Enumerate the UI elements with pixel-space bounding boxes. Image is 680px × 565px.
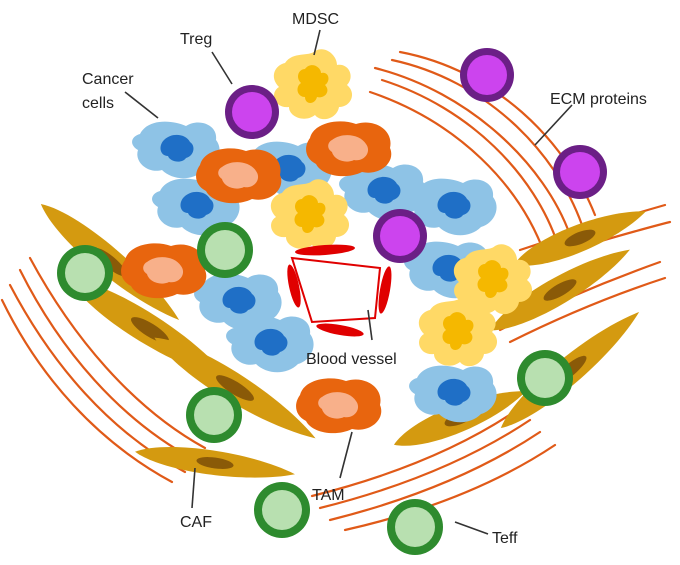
treg-label: Treg bbox=[180, 31, 212, 48]
treg-cell bbox=[373, 209, 427, 263]
mdsc-label: MDSC bbox=[292, 11, 339, 28]
teff-cell bbox=[254, 482, 310, 538]
teff-cell bbox=[57, 245, 113, 301]
leader-lines bbox=[124, 29, 573, 535]
caf-cell bbox=[133, 439, 297, 487]
cancer-cells-label-line1: Cancer bbox=[82, 71, 134, 88]
labels: MDSC Treg Cancer cells ECM proteins Bloo… bbox=[82, 11, 647, 547]
cancer-cell bbox=[226, 315, 314, 373]
blood-vessel bbox=[287, 244, 392, 337]
treg-cell bbox=[460, 48, 514, 102]
treg-cell bbox=[225, 85, 279, 139]
teff-cell bbox=[186, 387, 242, 443]
teff-cell bbox=[197, 222, 253, 278]
mdsc-cell bbox=[273, 49, 353, 120]
teff-label: Teff bbox=[492, 530, 518, 547]
tam-label: TAM bbox=[312, 487, 345, 504]
teff-cell bbox=[387, 499, 443, 555]
caf-cells bbox=[32, 193, 652, 487]
tam-cell bbox=[296, 378, 382, 434]
teff-cell bbox=[517, 350, 573, 406]
treg-cell bbox=[553, 145, 607, 199]
blood-vessel-label: Blood vessel bbox=[306, 351, 397, 368]
cancer-cells-label-line2: cells bbox=[82, 95, 114, 112]
caf-label: CAF bbox=[180, 514, 212, 531]
ecm-proteins-label: ECM proteins bbox=[550, 91, 647, 108]
